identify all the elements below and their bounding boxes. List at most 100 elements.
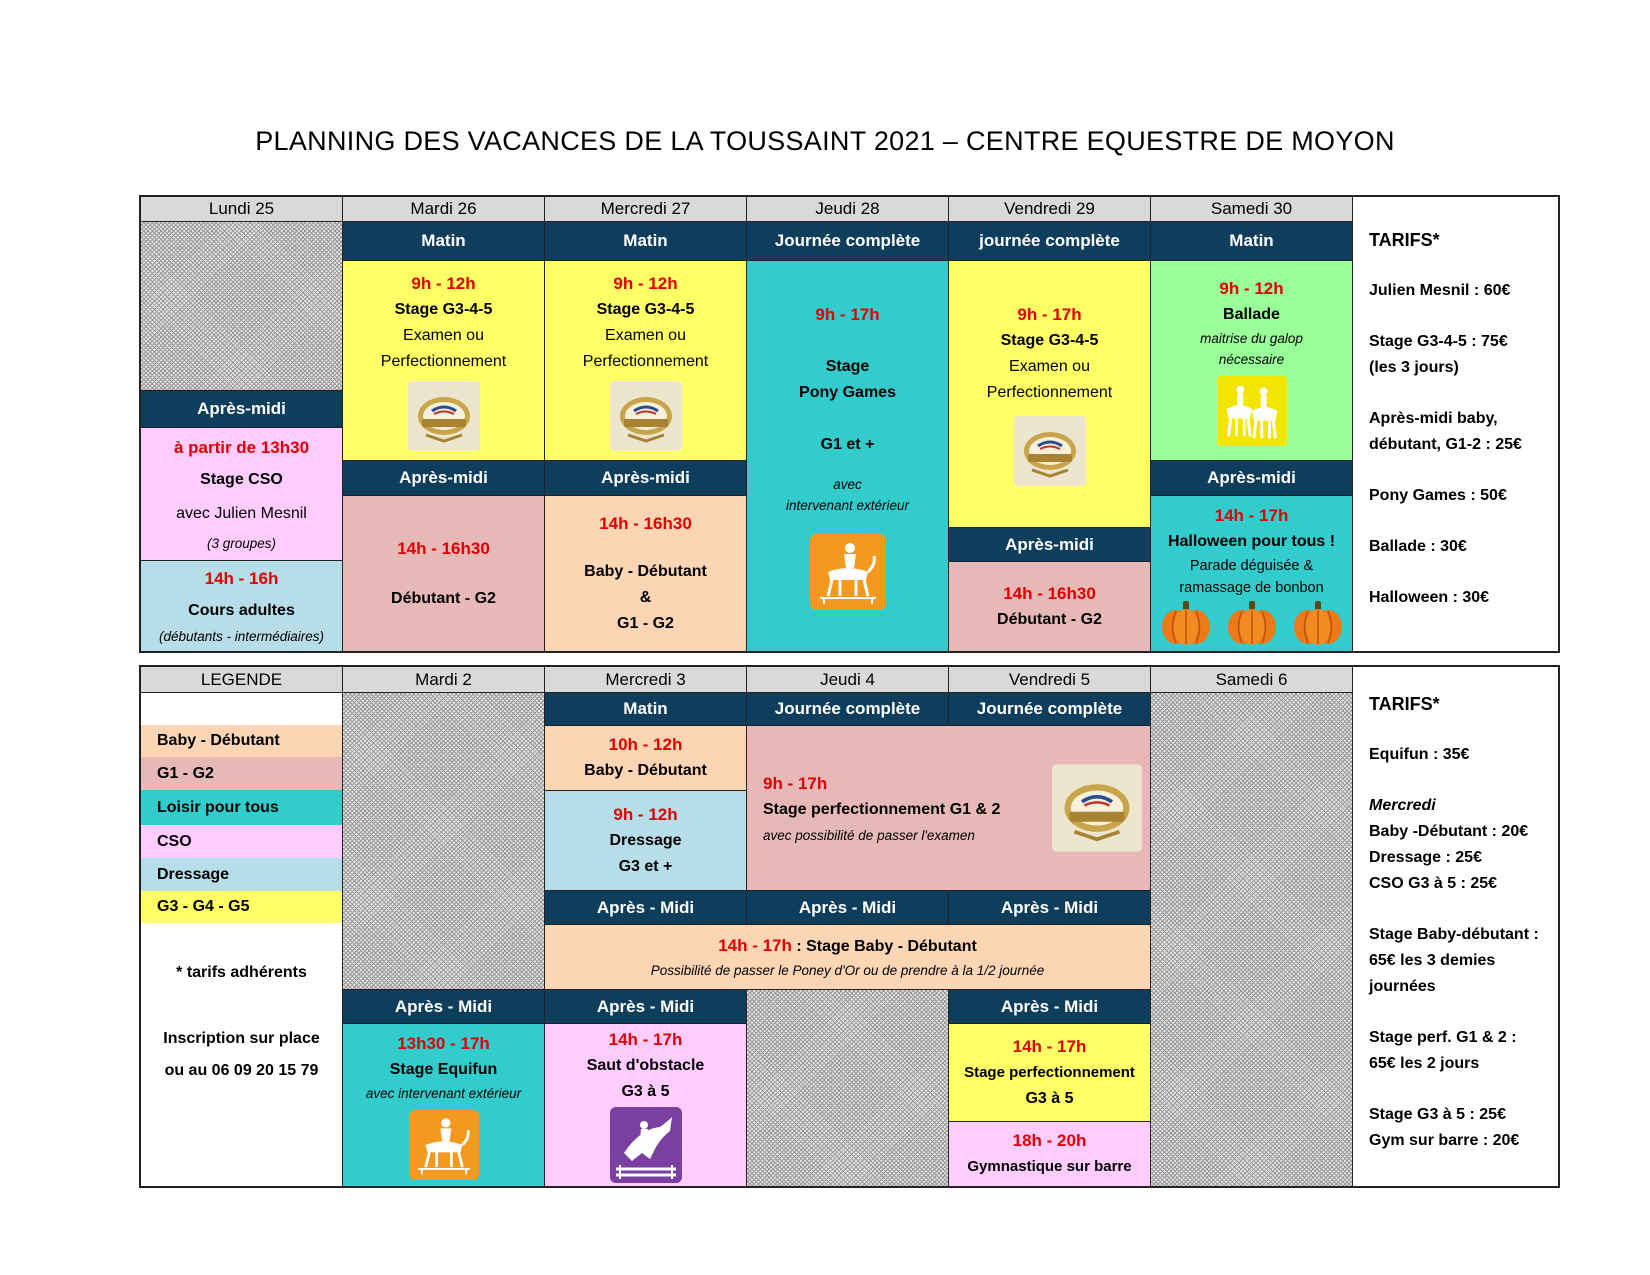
session-title-line: 14h - 17h : Stage Baby - Débutant bbox=[718, 933, 977, 960]
session-title: Débutant - G2 bbox=[997, 610, 1102, 628]
session-time: 13h30 - 17h bbox=[397, 1033, 490, 1053]
session-header: Après-midi bbox=[544, 460, 747, 496]
session-note: (3 groupes) bbox=[206, 535, 277, 551]
horse-riders-icon bbox=[1216, 376, 1288, 446]
pumpkin-icon bbox=[1159, 601, 1213, 645]
session-time: 9h - 12h bbox=[1219, 278, 1284, 298]
tarif-line: (les 3 jours) bbox=[1369, 359, 1459, 376]
session-header: Journée complète bbox=[948, 692, 1151, 726]
halloween-cell: 14h - 17h Halloween pour tous ! Parade d… bbox=[1150, 495, 1353, 652]
session-title: Stage bbox=[825, 358, 870, 375]
session-line: Examen ou bbox=[605, 326, 686, 344]
tarif-line: Stage G3-4-5 : 75€ bbox=[1369, 333, 1508, 350]
session-title: Pony Games bbox=[799, 384, 896, 401]
session-title: Débutant - G2 bbox=[391, 589, 496, 607]
baby-debutant-cell: 10h - 12h Baby - Débutant bbox=[544, 725, 747, 791]
tarif-line: Halloween : 30€ bbox=[1369, 589, 1490, 606]
session-time: à partir de 13h30 bbox=[173, 437, 310, 457]
session-note: maitrise du galop bbox=[1200, 330, 1303, 346]
sport-loisir-logo-icon bbox=[1014, 416, 1086, 486]
baby-g1g2-cell: 14h - 16h30 Baby - Débutant & G1 - G2 bbox=[544, 495, 747, 652]
tarif-line: Gym sur barre : 20€ bbox=[1369, 1132, 1520, 1149]
session-level: G3 à 5 bbox=[1025, 1089, 1074, 1107]
session-title: Saut d'obstacle bbox=[586, 1057, 705, 1074]
legend-header: LEGENDE bbox=[140, 666, 343, 693]
session-time: 14h - 16h30 bbox=[397, 538, 490, 558]
show-jumping-icon bbox=[609, 1107, 683, 1183]
legend-item-loisir: Loisir pour tous bbox=[141, 790, 342, 825]
tarifs-title: TARIFS* bbox=[1369, 230, 1440, 250]
session-note: avec Julien Mesnil bbox=[176, 504, 307, 522]
session-time: 10h - 12h bbox=[608, 735, 683, 754]
legend-item-baby: Baby - Débutant bbox=[141, 725, 342, 757]
session-title: Baby - Débutant bbox=[584, 762, 707, 779]
session-header: Matin bbox=[342, 221, 545, 261]
tarif-line: Pony Games : 50€ bbox=[1369, 487, 1507, 504]
session-line: & bbox=[639, 588, 652, 606]
session-note: avec bbox=[833, 477, 862, 492]
tarif-line: 65€ les 3 demies bbox=[1369, 952, 1496, 969]
session-header: Après-midi bbox=[140, 390, 343, 428]
session-line: G1 - G2 bbox=[617, 614, 674, 632]
page-title: PLANNING DES VACANCES DE LA TOUSSAINT 20… bbox=[255, 126, 1395, 156]
legend-item-dressage: Dressage bbox=[141, 858, 342, 891]
g345-stage-cell: 9h - 17h Stage G3-4-5 Examen ou Perfecti… bbox=[948, 260, 1151, 528]
pony-games-cell: 9h - 17h Stage Pony Games G1 et + avec i… bbox=[746, 260, 949, 652]
debutant-g2-cell: 14h - 16h30 Débutant - G2 bbox=[342, 495, 545, 652]
session-title: Baby - Débutant bbox=[584, 562, 707, 580]
tarif-line: 65€ les 2 jours bbox=[1369, 1055, 1480, 1072]
tarif-line: Equifun : 35€ bbox=[1369, 746, 1470, 763]
session-header: Après - Midi bbox=[544, 989, 747, 1024]
session-line: Parade déguisée & bbox=[1189, 557, 1314, 574]
day-header: Jeudi 4 bbox=[746, 666, 949, 693]
tarif-section: Mercredi bbox=[1369, 797, 1436, 814]
contact-line: Inscription sur place bbox=[163, 1030, 320, 1047]
session-title: Cours adultes bbox=[188, 601, 295, 619]
session-time: 14h - 17h bbox=[1214, 505, 1289, 525]
g345-stage-cell: 9h - 12h Stage G3-4-5 Examen ou Perfecti… bbox=[342, 260, 545, 461]
session-time: 9h - 12h bbox=[613, 804, 678, 824]
session-note: nécessaire bbox=[1218, 351, 1285, 367]
day-header: Samedi 6 bbox=[1150, 666, 1353, 693]
g345-stage-cell: 9h - 12h Stage G3-4-5 Examen ou Perfecti… bbox=[544, 260, 747, 461]
equifun-cell: 13h30 - 17h Stage Equifun avec intervena… bbox=[342, 1023, 545, 1187]
session-title: Stage perfectionnement bbox=[964, 1063, 1135, 1081]
ballade-cell: 9h - 12h Ballade maitrise du galop néces… bbox=[1150, 260, 1353, 461]
perf-g3g5-cell: 14h - 17h Stage perfectionnement G3 à 5 bbox=[948, 1023, 1151, 1122]
tarif-line: Après-midi baby, bbox=[1369, 410, 1498, 427]
session-header: Après-midi bbox=[1150, 460, 1353, 496]
session-level: G1 et + bbox=[820, 436, 875, 453]
gym-barre-cell: 18h - 20h Gymnastique sur barre bbox=[948, 1121, 1151, 1187]
session-time: 9h - 17h bbox=[815, 305, 880, 324]
cso-stage-cell: à partir de 13h30 Stage CSO avec Julien … bbox=[140, 427, 343, 561]
session-header: Matin bbox=[544, 692, 747, 726]
session-note: intervenant extérieur bbox=[785, 498, 910, 513]
session-title: Halloween pour tous ! bbox=[1167, 532, 1336, 550]
session-time: 9h - 12h bbox=[411, 273, 476, 293]
session-title: : Stage Baby - Débutant bbox=[791, 938, 977, 955]
day-header: Mercredi 27 bbox=[544, 196, 747, 222]
tarif-line: Julien Mesnil : 60€ bbox=[1369, 282, 1511, 299]
pumpkin-row bbox=[1159, 601, 1345, 645]
session-header: Journée complète bbox=[746, 692, 949, 726]
unavailable-slot bbox=[140, 221, 343, 391]
session-time: 14h - 17h bbox=[718, 936, 792, 955]
session-note: (débutants - intermédiaires) bbox=[158, 628, 325, 644]
session-note: avec intervenant extérieur bbox=[365, 1085, 522, 1101]
tarif-line: journées bbox=[1369, 978, 1436, 995]
adult-lesson-cell: 14h - 16h Cours adultes (débutants - int… bbox=[140, 560, 343, 652]
tarifs-title: TARIFS* bbox=[1369, 694, 1440, 714]
tarifs-panel: TARIFS* Julien Mesnil : 60€ Stage G3-4-5… bbox=[1352, 196, 1559, 652]
tarif-line: débutant, G1-2 : 25€ bbox=[1369, 436, 1522, 453]
session-header: journée complète bbox=[948, 221, 1151, 261]
day-header: Vendredi 5 bbox=[948, 666, 1151, 693]
session-title: Ballade bbox=[1223, 305, 1280, 323]
day-header: Mardi 26 bbox=[342, 196, 545, 222]
session-line: Perfectionnement bbox=[986, 384, 1113, 401]
contact-phone: ou au 06 09 20 15 79 bbox=[164, 1062, 319, 1079]
legend-item-cso: CSO bbox=[141, 825, 342, 858]
perf-g1g2-cell: 9h - 17h Stage perfectionnement G1 & 2 a… bbox=[746, 725, 1151, 891]
baby-stage-cell: 14h - 17h : Stage Baby - Débutant Possib… bbox=[544, 924, 1151, 990]
session-line: Examen ou bbox=[1009, 358, 1090, 375]
session-time: 14h - 17h bbox=[608, 1030, 683, 1049]
